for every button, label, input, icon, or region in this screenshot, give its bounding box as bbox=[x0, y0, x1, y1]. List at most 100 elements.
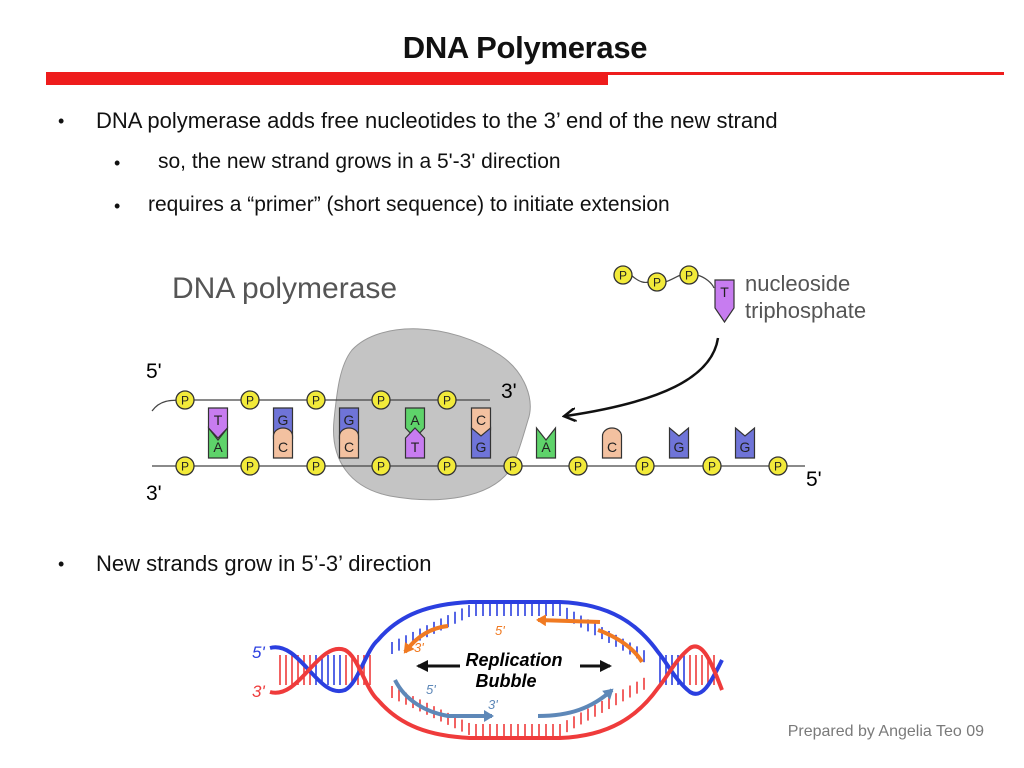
bubble-left-top-end: 5' bbox=[252, 643, 265, 662]
phosphate-circle bbox=[175, 390, 195, 410]
base-shape bbox=[535, 426, 557, 459]
phosphate-circle bbox=[679, 265, 699, 285]
red-parent-strand bbox=[269, 644, 724, 740]
phosphate-top: P bbox=[306, 390, 326, 410]
phosphate-circle bbox=[306, 390, 326, 410]
bullet-1b-text: requires a “primer” (short sequence) to … bbox=[148, 193, 670, 216]
phosphate-bottom: P bbox=[702, 456, 722, 476]
bullet-1: • DNA polymerase adds free nucleotides t… bbox=[58, 108, 778, 134]
bottom-base: G bbox=[734, 426, 756, 459]
bottom-base: C bbox=[272, 427, 294, 459]
phosphate-circle bbox=[371, 390, 391, 410]
bullet-2-text: New strands grow in 5’-3’ direction bbox=[96, 551, 432, 576]
base-letter: G bbox=[674, 439, 685, 455]
steel-left-label: 5' bbox=[426, 682, 436, 697]
phosphate-top: P bbox=[240, 390, 260, 410]
orange-new-strand-top bbox=[536, 614, 601, 627]
phosphate-circle bbox=[437, 390, 457, 410]
bullet-1b: • requires a “primer” (short sequence) t… bbox=[114, 193, 670, 217]
base-letter: G bbox=[278, 412, 289, 428]
base-shape bbox=[470, 426, 492, 459]
bubble-label-line1: Replication bbox=[465, 650, 562, 670]
base-shape bbox=[338, 427, 360, 459]
phosphate-bottom: P bbox=[768, 456, 788, 476]
bullet-dot: • bbox=[114, 196, 121, 216]
phosphate-label: P bbox=[246, 460, 254, 474]
phosphate-label: P bbox=[377, 394, 385, 408]
base-shape bbox=[734, 426, 756, 459]
nucleotide-label-line2: triphosphate bbox=[745, 298, 866, 323]
bottom-base: C bbox=[601, 427, 623, 459]
footer-credit: Prepared by Angelia Teo 09 bbox=[787, 723, 984, 740]
orange-left-label: 3' bbox=[414, 640, 424, 655]
bottom-left-end-label: 3' bbox=[146, 482, 162, 505]
bottom-base: A bbox=[207, 426, 229, 459]
base-shape bbox=[207, 426, 229, 459]
incoming-base: T bbox=[714, 279, 735, 324]
phosphate-circle bbox=[240, 456, 260, 476]
base-letter: C bbox=[476, 412, 486, 428]
phosphate-bottom: P bbox=[503, 456, 523, 476]
orange-new-strand-right bbox=[597, 628, 644, 664]
base-shape bbox=[207, 407, 229, 439]
steel-mid-label: 3' bbox=[488, 697, 498, 712]
phosphate-label: P bbox=[574, 460, 582, 474]
bullet-2: • New strands grow in 5’-3’ direction bbox=[58, 551, 432, 577]
phosphate-circle bbox=[306, 456, 326, 476]
phosphate-circle bbox=[647, 272, 667, 292]
phosphate-circle bbox=[613, 265, 633, 285]
top-base: T bbox=[207, 407, 229, 439]
base-letter: T bbox=[214, 412, 223, 428]
top-left-end-label: 5' bbox=[146, 360, 162, 383]
bullet-1-text: DNA polymerase adds free nucleotides to … bbox=[96, 108, 778, 133]
blue-parent-strand bbox=[269, 600, 724, 696]
phosphate-label: P bbox=[774, 460, 782, 474]
base-letter: C bbox=[344, 439, 354, 455]
base-letter: C bbox=[278, 439, 288, 455]
phosphate-label: P bbox=[377, 460, 385, 474]
phosphate-label: P bbox=[708, 460, 716, 474]
phosphate-bottom: P bbox=[240, 456, 260, 476]
phosphate-circle bbox=[437, 456, 457, 476]
bullet-1a: • so, the new strand grows in a 5'-3' di… bbox=[114, 150, 561, 174]
bottom-base: G bbox=[470, 426, 492, 459]
phosphate-bottom: P bbox=[371, 456, 391, 476]
title-underline-thick bbox=[46, 74, 608, 85]
base-shape bbox=[404, 427, 426, 459]
phosphate-label: P bbox=[246, 394, 254, 408]
base-letter: C bbox=[607, 439, 617, 455]
phosphate-bottom: P bbox=[175, 456, 195, 476]
phosphate-label: P bbox=[509, 460, 517, 474]
base-letter: G bbox=[344, 412, 355, 428]
phosphate-top: P bbox=[175, 390, 195, 410]
steel-new-strand-left bbox=[393, 679, 494, 722]
phosphate-circle bbox=[240, 390, 260, 410]
base-letter: G bbox=[740, 439, 751, 455]
phosphate-incoming: P bbox=[679, 265, 699, 285]
steel-new-strand-right bbox=[537, 688, 614, 718]
phosphate-circle bbox=[702, 456, 722, 476]
orange-top-label: 5' bbox=[495, 623, 505, 638]
base-letter: A bbox=[213, 439, 223, 455]
bottom-base: A bbox=[535, 426, 557, 459]
bubble-label-line2: Bubble bbox=[476, 671, 537, 691]
new-strand-end-label: 3' bbox=[501, 380, 517, 403]
incorporation-arrow bbox=[566, 337, 720, 416]
phosphate-circle bbox=[635, 456, 655, 476]
phosphate-label: P bbox=[685, 269, 693, 283]
phosphate-incoming: P bbox=[647, 272, 667, 292]
phosphate-circle bbox=[371, 456, 391, 476]
bullet-dot: • bbox=[114, 153, 121, 173]
base-letter: T bbox=[720, 284, 729, 300]
enzyme-label: DNA polymerase bbox=[172, 272, 397, 305]
phosphate-circle bbox=[503, 456, 523, 476]
phosphate-label: P bbox=[312, 460, 320, 474]
base-shape bbox=[668, 426, 690, 459]
orange-new-strand-left bbox=[403, 624, 449, 654]
phosphate-label: P bbox=[619, 269, 627, 283]
phosphate-label: P bbox=[653, 276, 661, 290]
bottom-right-end-label: 5' bbox=[806, 468, 822, 491]
